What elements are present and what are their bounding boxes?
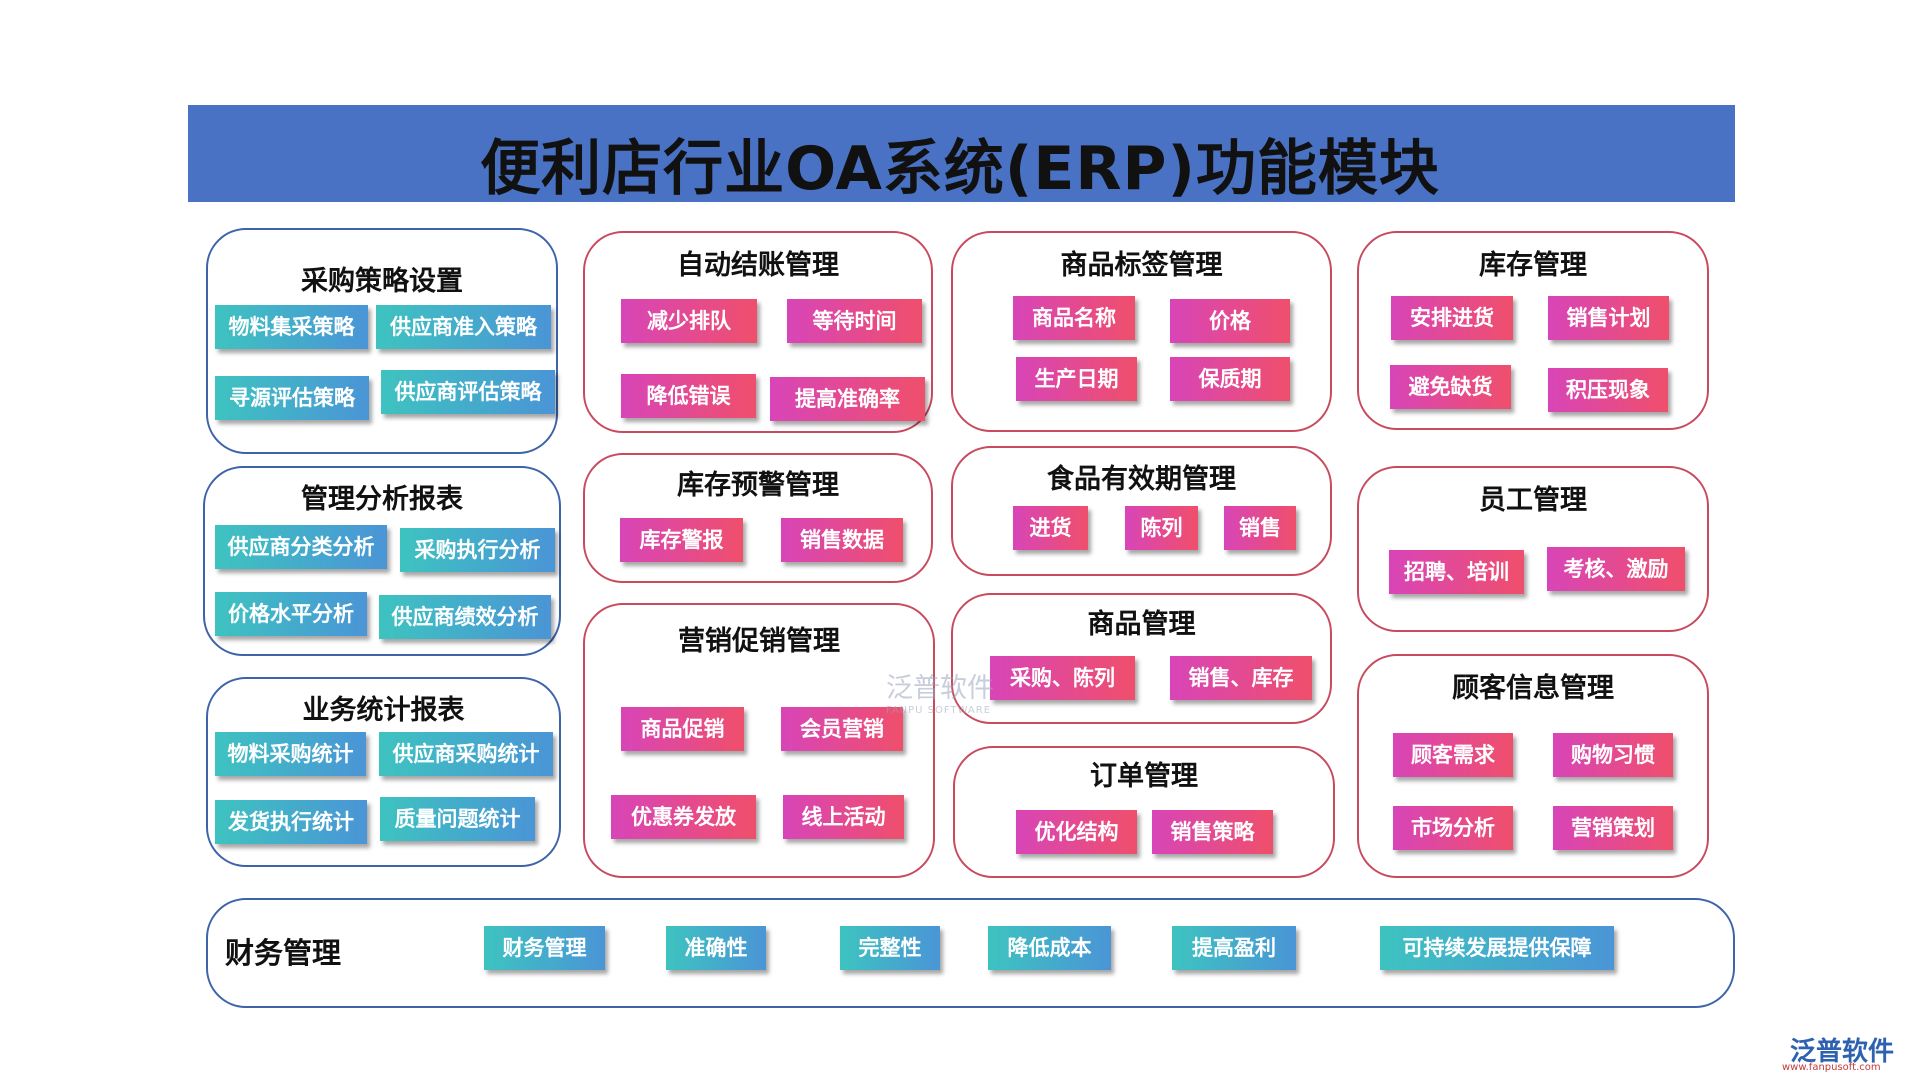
tag-物料采购统计: 物料采购统计 [215, 732, 366, 776]
tag-商品促销: 商品促销 [621, 707, 744, 751]
tag-积压现象: 积压现象 [1548, 368, 1668, 412]
tag-供应商绩效分析: 供应商绩效分析 [379, 595, 551, 639]
tag-商品名称: 商品名称 [1013, 296, 1135, 340]
tag-营销策划: 营销策划 [1553, 806, 1673, 850]
tag-寻源评估策略: 寻源评估策略 [215, 376, 369, 420]
module-title: 营销促销管理 [678, 626, 840, 657]
tag-质量问题统计: 质量问题统计 [380, 797, 535, 841]
finance-tag-降低成本: 降低成本 [988, 926, 1111, 970]
module-title: 库存管理 [1479, 250, 1587, 281]
module-title: 采购策略设置 [301, 266, 463, 297]
tag-避免缺货: 避免缺货 [1390, 365, 1511, 409]
module-title: 库存预警管理 [677, 470, 839, 501]
tag-销售计划: 销售计划 [1548, 296, 1669, 340]
tag-等待时间: 等待时间 [787, 299, 922, 343]
page-title: 便利店行业OA系统(ERP)功能模块 [480, 134, 1440, 204]
tag-优惠券发放: 优惠券发放 [611, 795, 756, 839]
tag-安排进货: 安排进货 [1391, 296, 1513, 340]
module-title: 食品有效期管理 [1047, 464, 1236, 495]
module-title: 自动结账管理 [677, 250, 839, 281]
tag-采购执行分析: 采购执行分析 [400, 528, 555, 572]
tag-供应商采购统计: 供应商采购统计 [379, 732, 553, 776]
tag-提高准确率: 提高准确率 [770, 377, 925, 421]
tag-优化结构: 优化结构 [1016, 810, 1137, 854]
title-banner [188, 105, 1735, 202]
tag-购物习惯: 购物习惯 [1553, 733, 1673, 777]
finance-tag-财务管理: 财务管理 [484, 926, 605, 970]
tag-销售数据: 销售数据 [781, 518, 903, 562]
tag-进货: 进货 [1013, 506, 1088, 550]
module-title: 商品标签管理 [1060, 250, 1223, 281]
tag-减少排队: 减少排队 [621, 299, 757, 343]
module-title: 顾客信息管理 [1452, 673, 1614, 704]
tag-销售: 销售 [1224, 506, 1296, 550]
fanpu-url: www.fanpusoft.com [1782, 1062, 1881, 1073]
tag-价格水平分析: 价格水平分析 [215, 592, 367, 636]
tag-会员营销: 会员营销 [781, 707, 903, 751]
fanpu-logo: 泛普软件 [1790, 1037, 1895, 1067]
module-title: 商品管理 [1087, 609, 1196, 640]
tag-物料集采策略: 物料集采策略 [215, 305, 368, 349]
tag-供应商评估策略: 供应商评估策略 [381, 370, 555, 414]
watermark: 泛普软件 FANPU SOFTWARE [886, 673, 994, 716]
tag-价格: 价格 [1170, 299, 1290, 343]
tag-供应商准入策略: 供应商准入策略 [376, 305, 551, 349]
tag-保质期: 保质期 [1170, 357, 1290, 401]
tag-供应商分类分析: 供应商分类分析 [215, 525, 387, 569]
tag-库存警报: 库存警报 [620, 518, 743, 562]
tag-发货执行统计: 发货执行统计 [215, 800, 367, 844]
tag-生产日期: 生产日期 [1016, 357, 1137, 401]
tag-降低错误: 降低错误 [621, 374, 756, 418]
module-title: 订单管理 [1090, 761, 1198, 792]
module-title: 管理分析报表 [301, 484, 463, 515]
tag-市场分析: 市场分析 [1393, 806, 1513, 850]
tag-考核激励: 考核、激励 [1547, 547, 1685, 591]
finance-tag-准确性: 准确性 [666, 926, 766, 970]
tag-采购陈列: 采购、陈列 [990, 656, 1135, 700]
finance-tag-提高盈利: 提高盈利 [1172, 926, 1296, 970]
tag-线上活动: 线上活动 [783, 795, 904, 839]
tag-销售库存: 销售、库存 [1170, 656, 1312, 700]
finance-tag-完整性: 完整性 [840, 926, 940, 970]
tag-陈列: 陈列 [1125, 506, 1198, 550]
tag-销售策略: 销售策略 [1152, 810, 1273, 854]
tag-招聘培训: 招聘、培训 [1389, 550, 1524, 594]
finance-label: 财务管理 [225, 936, 342, 970]
finance-tag-可持续发展提供保障: 可持续发展提供保障 [1380, 926, 1614, 970]
tag-顾客需求: 顾客需求 [1393, 733, 1513, 777]
module-title: 业务统计报表 [302, 695, 465, 726]
module-title: 员工管理 [1479, 485, 1587, 516]
